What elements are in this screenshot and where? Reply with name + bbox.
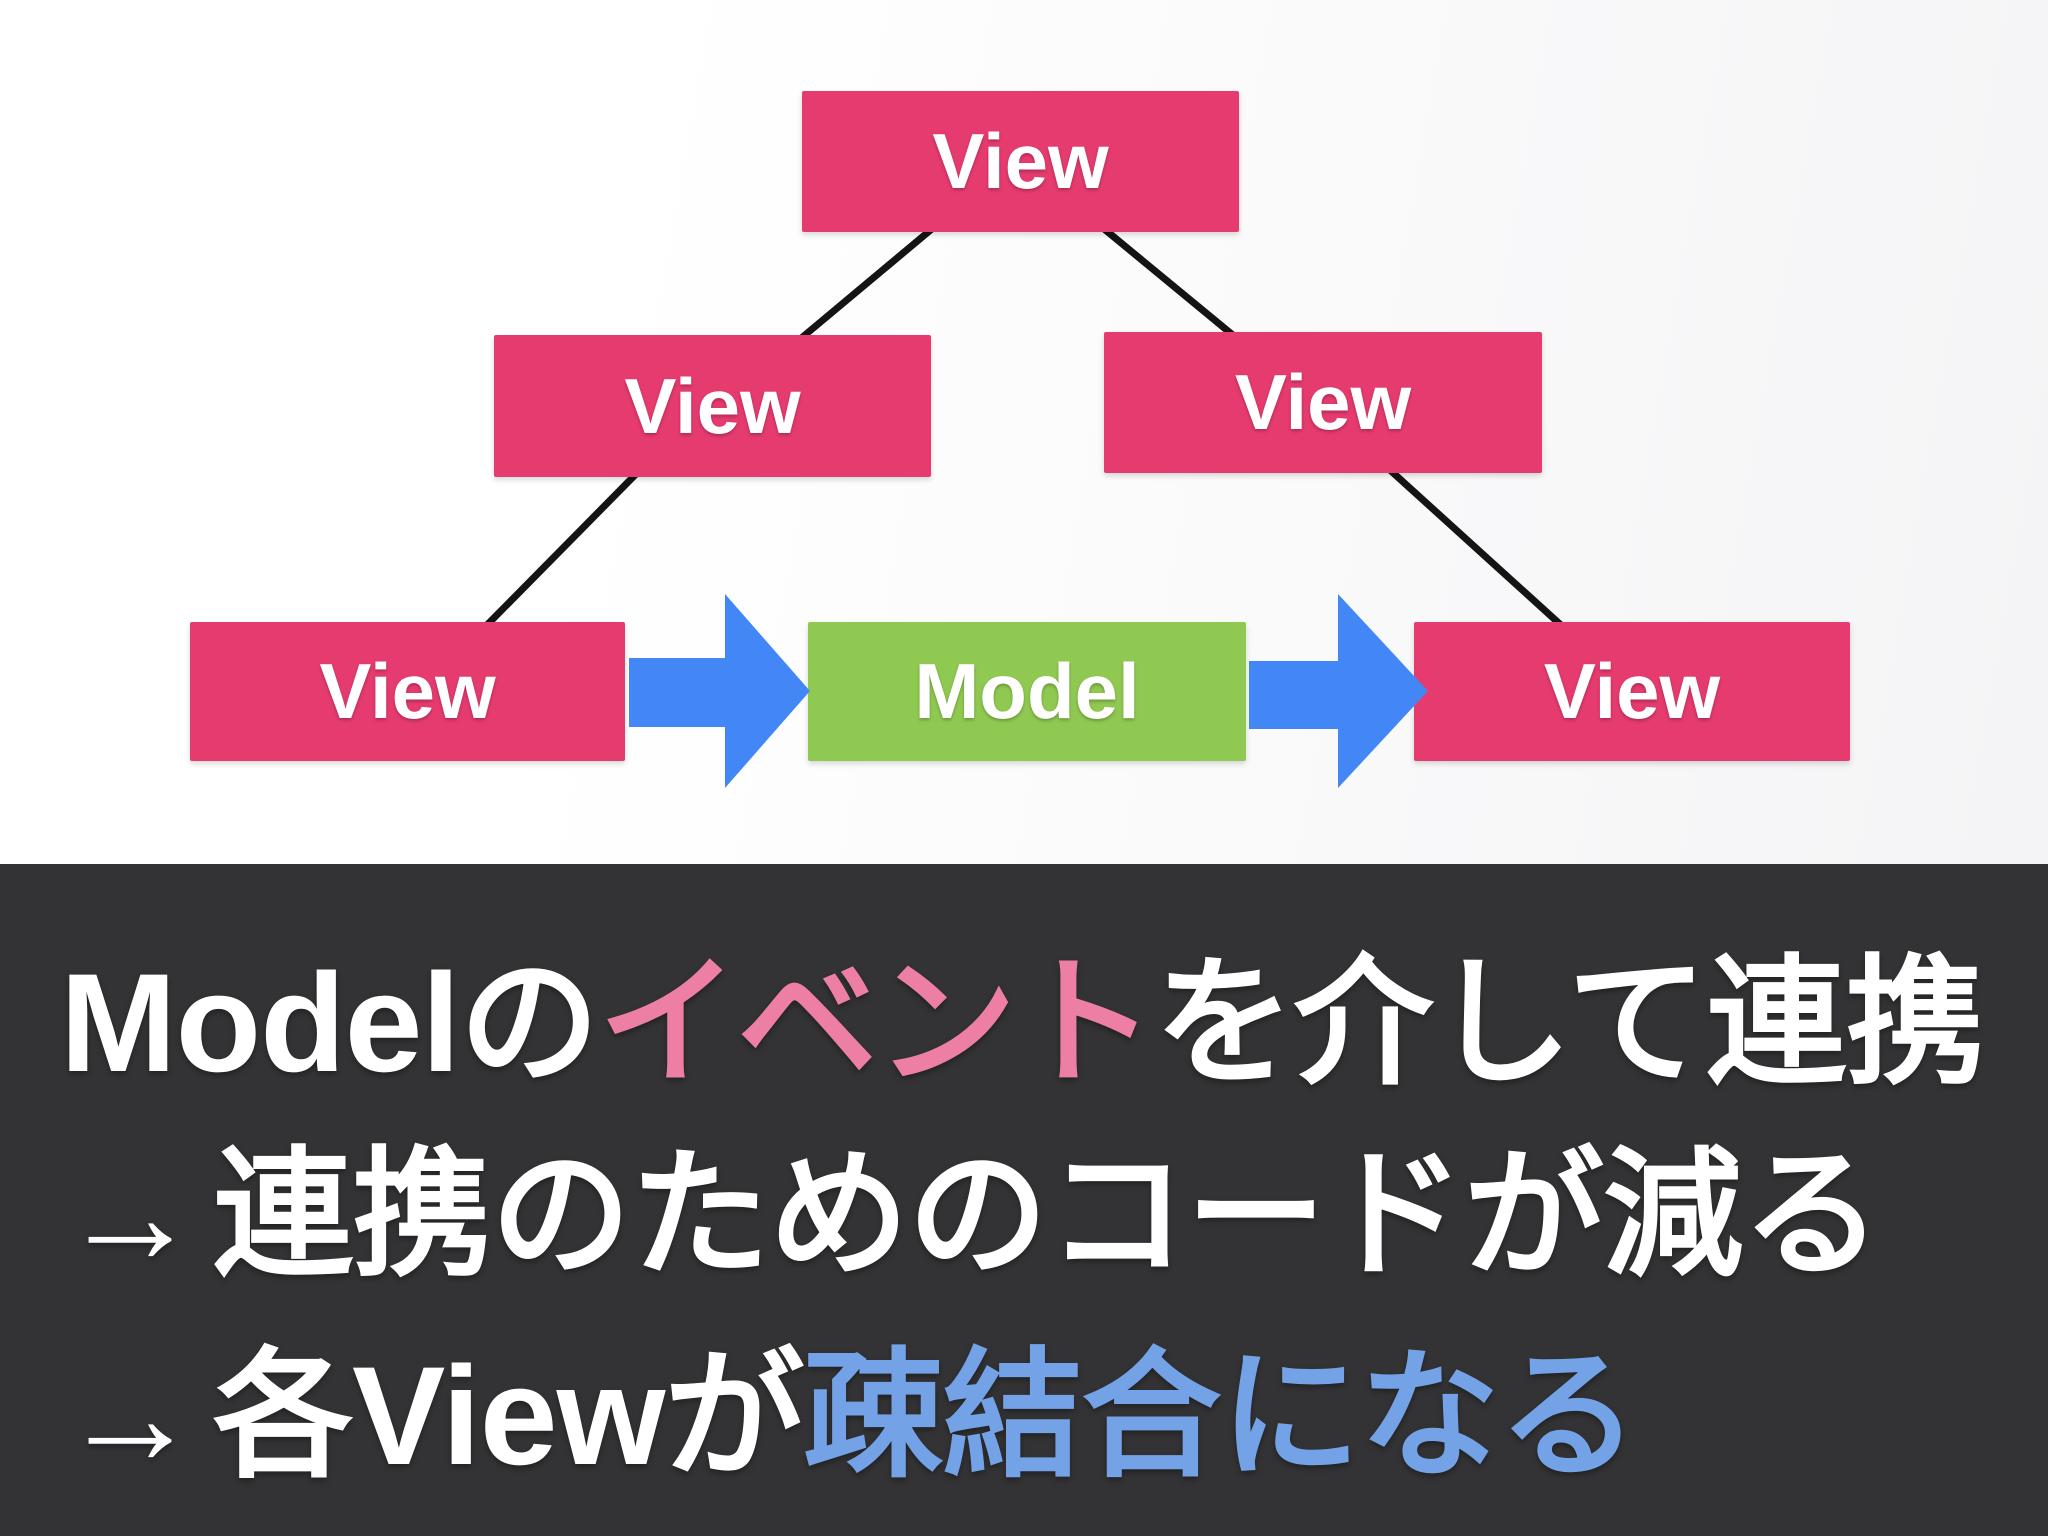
caption-line-1: Modelのイベントを介して連携 [60, 943, 1985, 1103]
connector-root-to-left-child [796, 225, 936, 343]
view-box-child-right: View [1104, 332, 1542, 473]
arrow-view-to-model-icon [629, 594, 810, 788]
caption-1-segment-pink: イベント [598, 944, 1155, 1101]
view-model-diagram: View View View View Model View [0, 0, 2048, 864]
right-arrow-icon: → [60, 1136, 200, 1293]
right-arrow-icon: → [60, 1337, 200, 1494]
view-box-child-left: View [494, 335, 931, 477]
view-box-root: View [802, 91, 1239, 232]
arrow-model-to-view-icon [1249, 594, 1428, 788]
caption-line-2: →連携のためのコードが減る [60, 1135, 1882, 1295]
view-box-leaf-left: View [190, 622, 625, 761]
connector-right-child-to-leaf [1387, 467, 1565, 629]
view-box-leaf-right-label: View [1543, 647, 1721, 735]
model-box-label: Model [914, 647, 1140, 735]
caption-3-segment-white: 各Viewが [213, 1337, 805, 1494]
caption-1-segment-white: Modelの [60, 944, 599, 1101]
caption-1-segment-white-2: を介して連携 [1154, 944, 1985, 1101]
view-box-child-left-label: View [624, 361, 801, 450]
connector-root-to-right-child [1100, 225, 1237, 339]
connector-left-child-to-leaf [483, 469, 641, 629]
connector-lines [0, 0, 2048, 864]
caption-band: Modelのイベントを介して連携 →連携のためのコードが減る →各Viewが疎結… [0, 864, 2048, 1536]
caption-2-segment-white: 連携のためのコードが減る [213, 1136, 1882, 1293]
model-box: Model [808, 622, 1246, 761]
data-flow-arrows [629, 594, 1428, 788]
view-box-root-label: View [932, 117, 1109, 205]
view-box-leaf-right: View [1414, 622, 1850, 761]
view-box-leaf-left-label: View [319, 647, 496, 735]
view-box-child-right-label: View [1234, 358, 1412, 446]
caption-3-segment-blue: 疎結合になる [803, 1337, 1639, 1494]
caption-line-3: →各Viewが疎結合になる [60, 1336, 1639, 1496]
